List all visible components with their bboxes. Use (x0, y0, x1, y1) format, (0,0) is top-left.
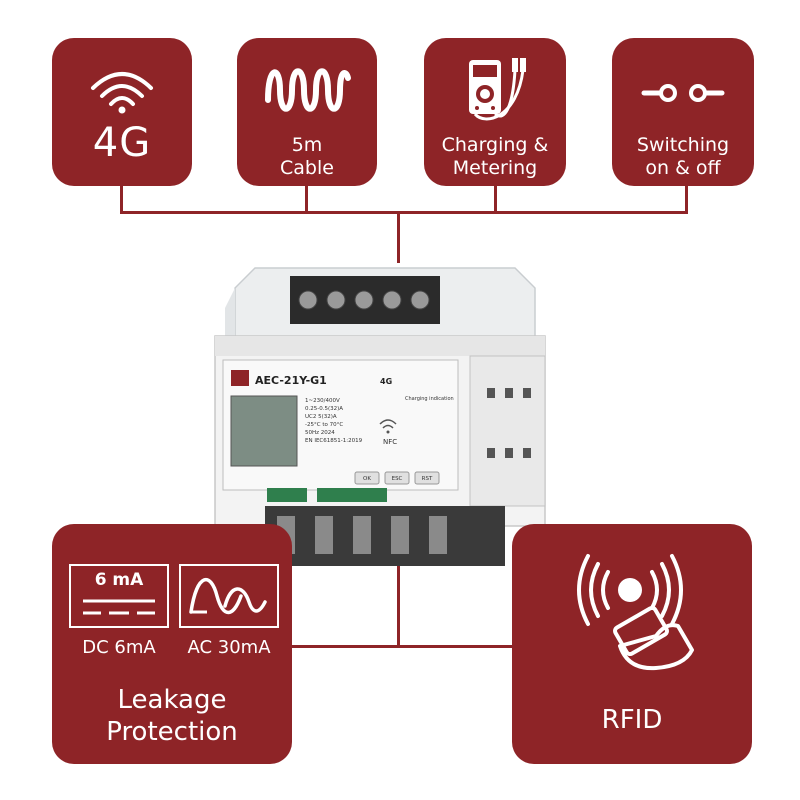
rfid-card-hand-icon (512, 542, 752, 692)
tile-leakage: 6 mA DC 6mA AC 30mA Leakage Protection (52, 524, 292, 764)
connector-line-top-vertical (397, 211, 400, 263)
device-spec: -25°C to 70°C (305, 422, 343, 428)
ac-wave-icon (187, 572, 269, 624)
tile-rfid-label: RFID (601, 705, 663, 735)
connector-line-bottom-vertical (397, 556, 400, 648)
tile-leakage-label: Leakage Protection (106, 685, 238, 747)
device-spec: 0.25-0.5(32)A (305, 406, 343, 412)
energy-meter-device-image: AEC-21Y-G1 4G NFC Charging indication 1~… (205, 248, 585, 578)
dc-label: DC 6mA (82, 637, 156, 658)
connector-line-top-horizontal (120, 211, 688, 214)
connector-line-bottom-horizontal (290, 645, 512, 648)
device-network: 4G (380, 377, 392, 386)
ac-label: AC 30mA (187, 637, 271, 658)
tile-4g: 4G (52, 38, 192, 186)
switch-icon (612, 78, 754, 108)
tile-switching-label: Switching on & off (636, 134, 730, 179)
tile-cable: 5m Cable (237, 38, 377, 186)
device-button-label: ESC (392, 476, 403, 482)
tile-4g-label: 4G (92, 120, 152, 166)
dc-symbol-icon (79, 596, 159, 622)
signal-icon (52, 64, 192, 114)
tile-rfid: RFID (512, 524, 752, 764)
dc-box-label: 6 mA (94, 570, 144, 590)
tile-switching: Switching on & off (612, 38, 754, 186)
device-spec: UC2 5(32)A (305, 414, 337, 420)
ac-30ma-box (179, 564, 279, 628)
cable-coil-icon (237, 60, 377, 120)
device-spec: EN IEC61851-1:2019 (305, 438, 363, 444)
connector-line-charging (494, 186, 497, 213)
connector-line-4g (120, 186, 123, 213)
device-button-label: RST (422, 476, 433, 482)
dc-6ma-box (69, 564, 169, 628)
device-model: AEC-21Y-G1 (255, 374, 327, 387)
device-nfc: NFC (383, 438, 397, 446)
device-spec: 50Hz 2024 (305, 430, 335, 436)
multimeter-icon (424, 56, 566, 126)
tile-charging-label: Charging & Metering (441, 134, 549, 179)
tile-cable-label: 5m Cable (280, 134, 334, 179)
device-spec: 1~230/400V (305, 398, 340, 404)
tile-charging: Charging & Metering (424, 38, 566, 186)
device-button-label: OK (363, 476, 371, 482)
connector-line-switching (685, 186, 688, 213)
device-charging-label: Charging indication (405, 396, 454, 402)
connector-line-cable (305, 186, 308, 213)
